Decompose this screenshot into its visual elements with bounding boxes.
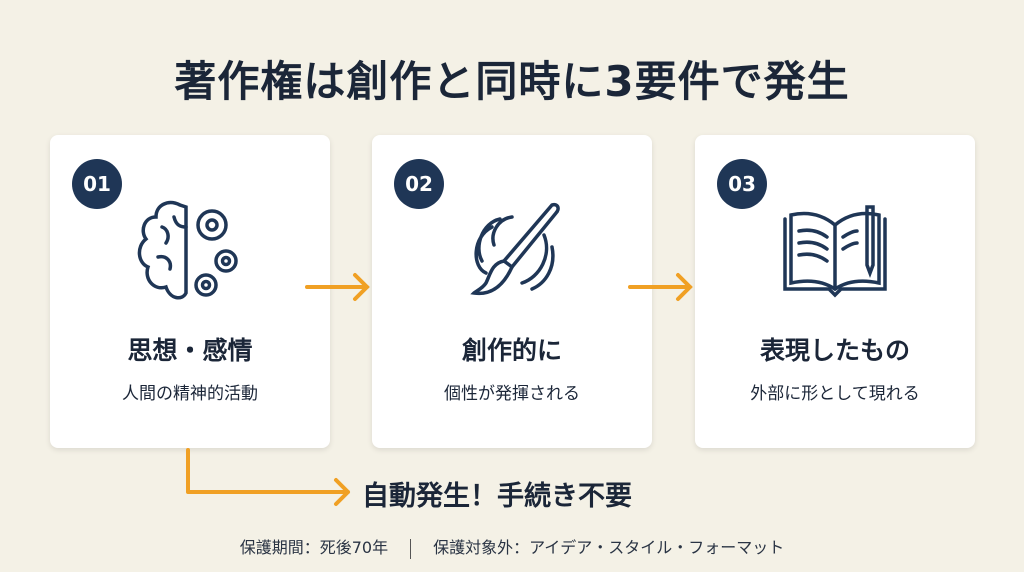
step-card-2: 02 創作的に 個性が発揮される xyxy=(372,135,652,448)
excluded-items: 保護対象外：アイデア・スタイル・フォーマット xyxy=(433,538,785,557)
page-title: 著作権は創作と同時に3要件で発生 xyxy=(174,57,850,106)
step-number-badge: 01 xyxy=(72,159,122,209)
step-subtitle: 個性が発揮される xyxy=(444,384,580,404)
auto-arrow-icon xyxy=(186,448,350,506)
auto-occurrence-note: 自動発生！手続き不要 xyxy=(362,481,632,512)
arrow-right-icon xyxy=(305,273,370,301)
open-book-pencil-icon xyxy=(783,205,887,298)
step-title: 表現したもの xyxy=(759,336,910,365)
step-subtitle: 外部に形として現れる xyxy=(750,384,920,404)
step-title: 思想・感情 xyxy=(127,336,253,365)
divider xyxy=(410,538,412,559)
step-title: 創作的に xyxy=(461,336,562,365)
step-card-1: 01 思想・感情 人間の精神的活動 xyxy=(50,135,330,448)
arrow-right-icon xyxy=(628,273,693,301)
step-subtitle: 人間の精神的活動 xyxy=(122,384,258,404)
step-number-badge: 02 xyxy=(394,159,444,209)
step-card-3: 03 表現したもの 外部に形として現れる xyxy=(695,135,975,448)
protection-period: 保護期間：死後70年 xyxy=(239,538,389,557)
brain-gears-icon xyxy=(137,200,238,300)
step-number-badge: 03 xyxy=(717,159,767,209)
paintbrush-icon xyxy=(470,202,560,296)
footer-notes: 保護期間：死後70年 保護対象外：アイデア・スタイル・フォーマット xyxy=(0,534,1024,559)
